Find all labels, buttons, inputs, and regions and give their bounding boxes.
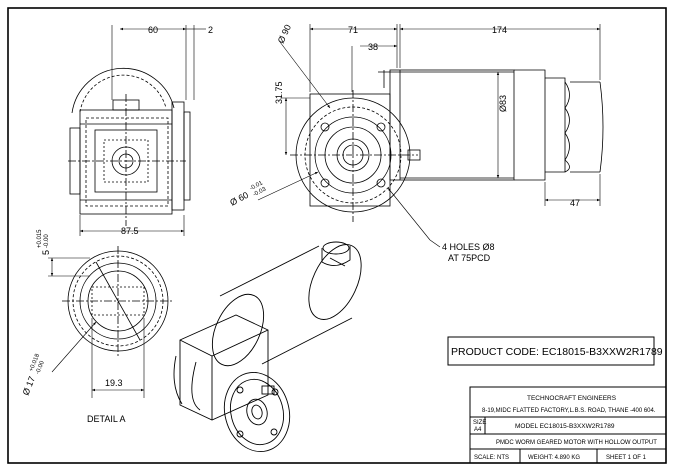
dim-phi-17-group: Ø 17 +0.018 -0.00 (21, 353, 46, 397)
dim-5: 5 (41, 250, 51, 255)
dim-47: 47 (570, 198, 580, 208)
title-block (469, 386, 667, 464)
holes-leader (429, 239, 441, 248)
title-block-scale: SCALE: NTS (474, 455, 509, 461)
title-block-weight: WEIGHT: 4.890 KG (528, 455, 580, 461)
side-view (68, 67, 191, 226)
dim-87-5: 87.5 (121, 226, 139, 236)
title-block-sheet: SHEET 1 OF 1 (606, 455, 647, 461)
title-block-description: PMDC WORM GEARED MOTOR WITH HOLLOW OUTPU… (496, 440, 657, 446)
dim-71: 71 (348, 25, 358, 35)
holes-note-line1: 4 HOLES Ø8 (442, 242, 495, 252)
dim-19-3: 19.3 (105, 378, 123, 388)
title-block-size-value: A4 (474, 427, 482, 433)
sheet-border (7, 7, 667, 464)
dim-phi-17-tol-lower: -0.00 (35, 360, 46, 376)
dim-31-75: 31.75 (274, 81, 284, 104)
dim-5-tol-upper: +0.015 (37, 229, 43, 248)
product-code: PRODUCT CODE: EC18015-B3XXW2R1789 (451, 346, 663, 358)
detail-a-dimensions (48, 257, 145, 398)
title-block-size-label: SIZE (473, 420, 486, 426)
dim-phi-83: Ø83 (498, 95, 508, 112)
isometric-view (173, 241, 362, 452)
title-block-model: MODEL EC18015-B3XXW2R1789 (515, 423, 615, 430)
dim-phi-17: Ø 17 (21, 375, 38, 397)
dim-2: 2 (208, 25, 213, 35)
title-block-address: 8-19,MIDC FLATTED FACTORY,L.B.S. ROAD, T… (482, 408, 656, 414)
dim-5-tol-lower: -0.00 (44, 234, 50, 248)
dim-60: 60 (148, 25, 158, 35)
front-view-dimensions (257, 24, 601, 241)
detail-a-label: DETAIL A (87, 414, 126, 424)
dim-phi-60-group: Ø 60 -0.01 -0.03 (228, 180, 267, 208)
holes-note-line2: AT 75PCD (448, 253, 491, 263)
dim-phi-60: Ø 60 (228, 190, 250, 208)
product-code-box (447, 336, 655, 366)
front-view (290, 69, 604, 222)
side-view-dimensions (79, 25, 206, 236)
detail-a-view (62, 246, 174, 356)
dim-38: 38 (368, 42, 378, 52)
dim-phi-90: Ø 90 (276, 23, 293, 45)
dim-174: 174 (492, 25, 507, 35)
title-block-company: TECHNOCRAFT ENGINEERS (527, 395, 617, 402)
